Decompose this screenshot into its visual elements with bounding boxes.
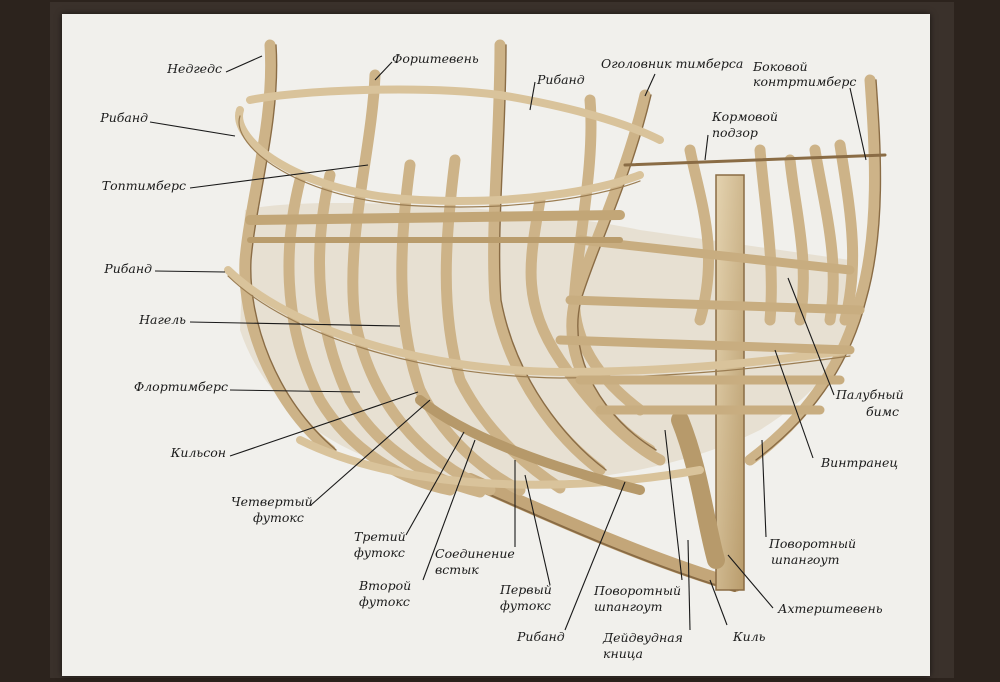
label-soedinenie-2: встык (435, 562, 479, 577)
label-perviy-2: футокс (500, 598, 551, 613)
label-toptimbers: Топтимберс (101, 178, 186, 193)
label-palubny-1: Палубный (836, 387, 904, 402)
label-povorotny-r-1: Поворотный (769, 536, 857, 551)
label-vintranets: Винтранец (821, 455, 899, 470)
label-deydvudnaya-1: Дейдвудная (603, 630, 683, 645)
label-nedgeds: Недгедс (167, 61, 222, 76)
stern-rod (623, 153, 887, 167)
label-vtoroy-1: Второй (359, 578, 412, 593)
label-riband-left-1: Рибанд (100, 110, 148, 125)
label-treti-1: Третий (354, 529, 406, 544)
label-vtoroy-2: футокс (359, 594, 410, 609)
label-chetverty-1: Четвертый (231, 494, 313, 509)
keel (463, 473, 742, 592)
transom-rails (555, 235, 865, 415)
leader-lines (149, 55, 867, 631)
label-povorotny-b-1: Поворотный (594, 583, 682, 598)
label-nagel: Нагель (139, 312, 186, 327)
label-riband-top: Рибанд (537, 72, 585, 87)
label-chetverty-2: футокс (253, 510, 304, 525)
label-riband-left-2: Рибанд (104, 261, 152, 276)
ribbands (224, 85, 854, 489)
keelson (415, 395, 645, 495)
label-kil: Киль (733, 629, 766, 644)
label-soedinenie-1: Соединение (435, 546, 515, 561)
label-florimbers: Флортимберс (133, 379, 228, 394)
label-kormovoy-1: Кормовой (712, 109, 778, 124)
label-perviy-1: Первый (500, 582, 552, 597)
label-deydvudnaya-2: кница (603, 646, 643, 661)
label-riband-bottom: Рибанд (517, 629, 565, 644)
label-kormovoy-2: подзор (712, 125, 758, 140)
label-akhtershteven: Ахтерштевень (778, 601, 883, 616)
label-ogolovnik: Оголовник тимберса (601, 56, 744, 71)
deadwood-knee (671, 411, 725, 569)
keel-edge (469, 485, 736, 592)
label-povorotny-b-2: шпангоут (594, 599, 663, 614)
label-palubny-2: бимс (866, 404, 900, 419)
label-bokovoy-2: контртимберс (753, 74, 857, 89)
label-kilson: Кильсон (170, 445, 226, 460)
label-povorotny-r-2: шпангоут (771, 552, 840, 567)
label-bokovoy-1: Боковой (753, 59, 808, 74)
label-forshteven: Форштевень (392, 51, 479, 66)
deck-beam-bar (245, 210, 625, 225)
ship-model (224, 39, 887, 592)
label-treti-2: футокс (354, 545, 405, 560)
